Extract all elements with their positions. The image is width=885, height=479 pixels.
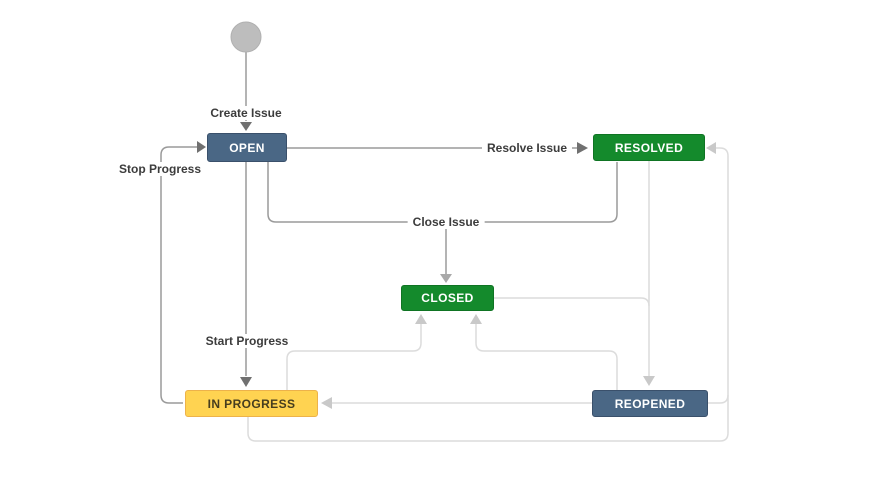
arrowhead-stop-progress <box>197 141 206 153</box>
status-label-reopened: REOPENED <box>614 396 686 411</box>
arrowhead-close-issue <box>440 274 452 283</box>
arrowhead-start-progress <box>240 377 252 387</box>
transition-label-create-issue[interactable]: Create Issue <box>205 106 287 120</box>
status-label-resolved: RESOLVED <box>614 140 684 155</box>
arrowhead-into-reopened <box>643 376 655 386</box>
arrowhead-into-resolved-right <box>706 142 716 154</box>
arrowhead-reopened-inprogress <box>321 397 332 409</box>
transition-label-start-progress[interactable]: Start Progress <box>200 334 294 348</box>
transition-label-resolve-issue[interactable]: Resolve Issue <box>481 141 573 155</box>
transition-label-stop-progress[interactable]: Stop Progress <box>113 162 207 176</box>
edge-inprogress-closed <box>286 323 422 390</box>
status-node-open[interactable]: OPEN <box>207 133 287 162</box>
arrowhead-create-issue <box>240 122 252 131</box>
arrowhead-inprogress-closed <box>415 314 427 324</box>
arrowhead-resolve-issue <box>577 142 588 154</box>
start-node[interactable] <box>230 21 262 53</box>
edge-closed-reopened <box>494 297 650 307</box>
edge-close-issue-trunk <box>267 162 618 223</box>
edge-reopened-closed <box>475 323 618 390</box>
edge-inprogress-resolved <box>247 147 729 442</box>
status-node-closed[interactable]: CLOSED <box>401 285 494 311</box>
status-label-open: OPEN <box>229 140 265 155</box>
transition-label-close-issue[interactable]: Close Issue <box>407 215 485 229</box>
edge-reopened-resolved <box>708 394 729 404</box>
arrowhead-reopened-closed <box>470 314 482 324</box>
status-label-closed: CLOSED <box>421 291 474 305</box>
status-node-resolved[interactable]: RESOLVED <box>593 134 705 161</box>
status-node-in-progress[interactable]: IN PROGRESS <box>185 390 318 417</box>
status-label-in-progress: IN PROGRESS <box>207 396 296 411</box>
edge-stop-progress <box>160 146 197 404</box>
status-node-reopened[interactable]: REOPENED <box>592 390 708 417</box>
